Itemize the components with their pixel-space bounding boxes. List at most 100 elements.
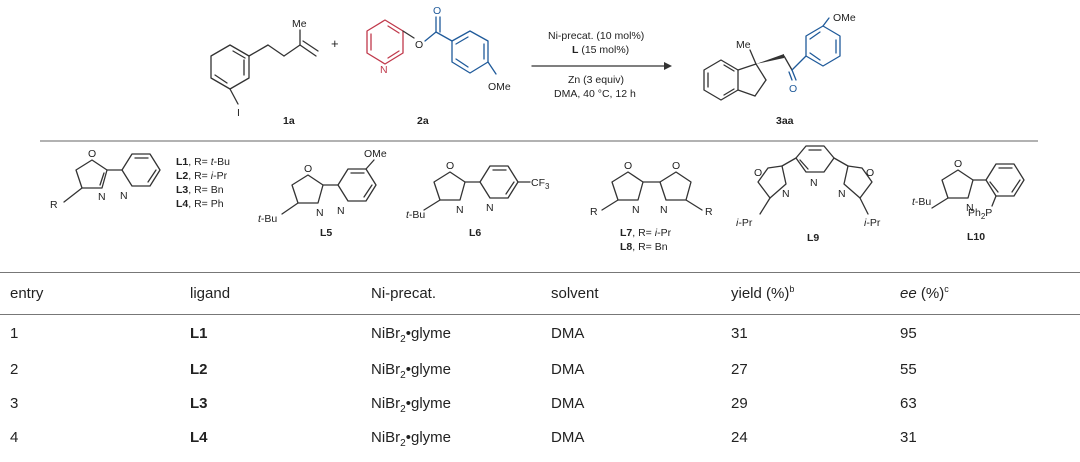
ligand-label-l9: L9 bbox=[807, 232, 819, 244]
oxazoline-n: N bbox=[782, 188, 790, 200]
conditions-line-2: L (15 mol%) bbox=[572, 44, 629, 56]
pyridine-n: N bbox=[120, 190, 128, 202]
header-ligand: ligand bbox=[190, 285, 231, 302]
cell-entry: 2 bbox=[10, 361, 19, 378]
oxazoline-o: O bbox=[954, 158, 962, 170]
tbu-label: t-Bu bbox=[406, 209, 425, 221]
cell-yield: 31 bbox=[731, 325, 748, 342]
ligand-l9: N O N i-Pr O N i-Pr L9 bbox=[736, 145, 881, 244]
ligand-l10: O N t-Bu Ph2P L10 bbox=[912, 158, 1025, 243]
header-precat: Ni-precat. bbox=[371, 285, 437, 302]
compound-label-3aa: 3aa bbox=[776, 115, 794, 127]
oxazoline-o: O bbox=[866, 167, 874, 179]
cell-precat: NiBr2•glyme bbox=[371, 361, 451, 381]
cell-solvent: DMA bbox=[551, 325, 585, 342]
ipr-label: i-Pr bbox=[864, 217, 881, 229]
methoxy-label: OMe bbox=[488, 81, 511, 93]
conditions-line-4: DMA, 40 °C, 12 h bbox=[554, 88, 636, 100]
cell-ligand: L3 bbox=[190, 395, 208, 412]
pyridine-n: N bbox=[486, 202, 494, 214]
oxazoline-o: O bbox=[672, 160, 680, 172]
product-carbonyl-o: O bbox=[789, 83, 797, 95]
oxazoline-o: O bbox=[754, 167, 762, 179]
product-methyl: Me bbox=[736, 39, 751, 51]
oxazoline-o: O bbox=[88, 148, 96, 160]
oxazoline-n: N bbox=[838, 188, 846, 200]
ligand-l1-l4: O N R N L1, R= t-Bu L2, R= i-Pr L3, R= B… bbox=[50, 148, 230, 211]
oxazoline-o: O bbox=[446, 160, 454, 172]
svg-text:L4, R= Ph: L4, R= Ph bbox=[176, 198, 224, 210]
svg-text:L3, R= Bn: L3, R= Bn bbox=[176, 184, 224, 196]
plus-sign: + bbox=[331, 36, 339, 51]
oxazoline-n: N bbox=[632, 204, 640, 216]
pyridine-n: N bbox=[810, 177, 818, 189]
table-header-row: entry ligand Ni-precat. solvent yield (%… bbox=[0, 276, 1080, 312]
ligand-label-l5: L5 bbox=[320, 227, 332, 239]
r-group: R bbox=[590, 206, 598, 218]
cell-yield: 29 bbox=[731, 395, 748, 412]
oxazoline-o: O bbox=[624, 160, 632, 172]
cell-precat: NiBr2•glyme bbox=[371, 325, 451, 345]
ligand-legend-l8: L8, R= Bn bbox=[620, 241, 668, 253]
cell-ligand: L2 bbox=[190, 361, 208, 378]
tbu-label: t-Bu bbox=[258, 213, 277, 225]
table-row: 4 L4 NiBr2•glyme DMA 24 31 bbox=[0, 420, 1080, 456]
cell-ee: 95 bbox=[900, 325, 917, 342]
trifluoromethyl-label: CF3 bbox=[531, 177, 550, 191]
cell-ee: 55 bbox=[900, 361, 917, 378]
cell-entry: 1 bbox=[10, 325, 19, 342]
reaction-conditions: Ni-precat. (10 mol%) L (15 mol%) Zn (3 e… bbox=[531, 30, 672, 100]
substrate-1a: Me I 1a bbox=[210, 18, 319, 127]
reaction-scheme: Me I 1a + N O O OMe 2a Ni-precat. (10 mo… bbox=[40, 5, 1038, 253]
cell-entry: 3 bbox=[10, 395, 19, 412]
oxazoline-o: O bbox=[304, 163, 312, 175]
pyridine-n: N bbox=[337, 205, 345, 217]
header-ee: ee (%)c bbox=[900, 284, 949, 303]
ligand-legend-l7: L7, R= i-Pr bbox=[620, 227, 672, 239]
table-row: 3 L3 NiBr2•glyme DMA 29 63 bbox=[0, 386, 1080, 422]
svg-text:L1, R= t-Bu: L1, R= t-Bu bbox=[176, 156, 230, 168]
substrate-2a: N O O OMe 2a bbox=[366, 5, 511, 127]
ligand-legend-l1-l4: L1, R= t-Bu L2, R= i-Pr L3, R= Bn L4, R=… bbox=[176, 156, 230, 210]
cell-solvent: DMA bbox=[551, 395, 585, 412]
oxazoline-n: N bbox=[660, 204, 668, 216]
ligand-l7-l8: O N R O N R L7, R= i-Pr L8, R= Bn bbox=[590, 160, 713, 253]
oxazoline-n: N bbox=[456, 204, 464, 216]
conditions-line-1: Ni-precat. (10 mol%) bbox=[548, 30, 644, 42]
ligand-label-l10: L10 bbox=[967, 231, 985, 243]
cell-yield: 24 bbox=[731, 429, 748, 446]
cell-precat: NiBr2•glyme bbox=[371, 429, 451, 449]
cell-precat: NiBr2•glyme bbox=[371, 395, 451, 415]
table-row: 2 L2 NiBr2•glyme DMA 27 55 bbox=[0, 352, 1080, 388]
diphenylphosphino-label: Ph2P bbox=[968, 207, 992, 221]
svg-text:L2, R= i-Pr: L2, R= i-Pr bbox=[176, 170, 228, 182]
oxazoline-n: N bbox=[966, 202, 974, 214]
cell-solvent: DMA bbox=[551, 429, 585, 446]
r-group: R bbox=[705, 206, 713, 218]
methyl-label: Me bbox=[292, 18, 307, 30]
product-3aa: Me O OMe 3aa bbox=[703, 12, 856, 127]
oxazoline-n: N bbox=[316, 207, 324, 219]
r-group: R bbox=[50, 199, 58, 211]
ligand-l6: O N t-Bu N CF3 L6 bbox=[406, 160, 550, 239]
iodo-label: I bbox=[237, 107, 240, 119]
compound-label-1a: 1a bbox=[283, 115, 295, 127]
ligand-label-l6: L6 bbox=[469, 227, 481, 239]
cell-yield: 27 bbox=[731, 361, 748, 378]
table-row: 1 L1 NiBr2•glyme DMA 31 95 bbox=[0, 316, 1080, 352]
ligand-l5: O N t-Bu N OMe L5 bbox=[258, 148, 387, 239]
header-solvent: solvent bbox=[551, 285, 599, 302]
methoxy-label: OMe bbox=[364, 148, 387, 160]
cell-ligand: L1 bbox=[190, 325, 208, 342]
cell-ee: 31 bbox=[900, 429, 917, 446]
cell-solvent: DMA bbox=[551, 361, 585, 378]
cell-ligand: L4 bbox=[190, 429, 208, 446]
tbu-label: t-Bu bbox=[912, 196, 931, 208]
header-entry: entry bbox=[10, 285, 44, 302]
cell-ee: 63 bbox=[900, 395, 917, 412]
cell-entry: 4 bbox=[10, 429, 19, 446]
table-top-rule bbox=[0, 272, 1080, 273]
oxazoline-n: N bbox=[98, 191, 106, 203]
conditions-line-3: Zn (3 equiv) bbox=[568, 74, 624, 86]
product-methoxy: OMe bbox=[833, 12, 856, 24]
